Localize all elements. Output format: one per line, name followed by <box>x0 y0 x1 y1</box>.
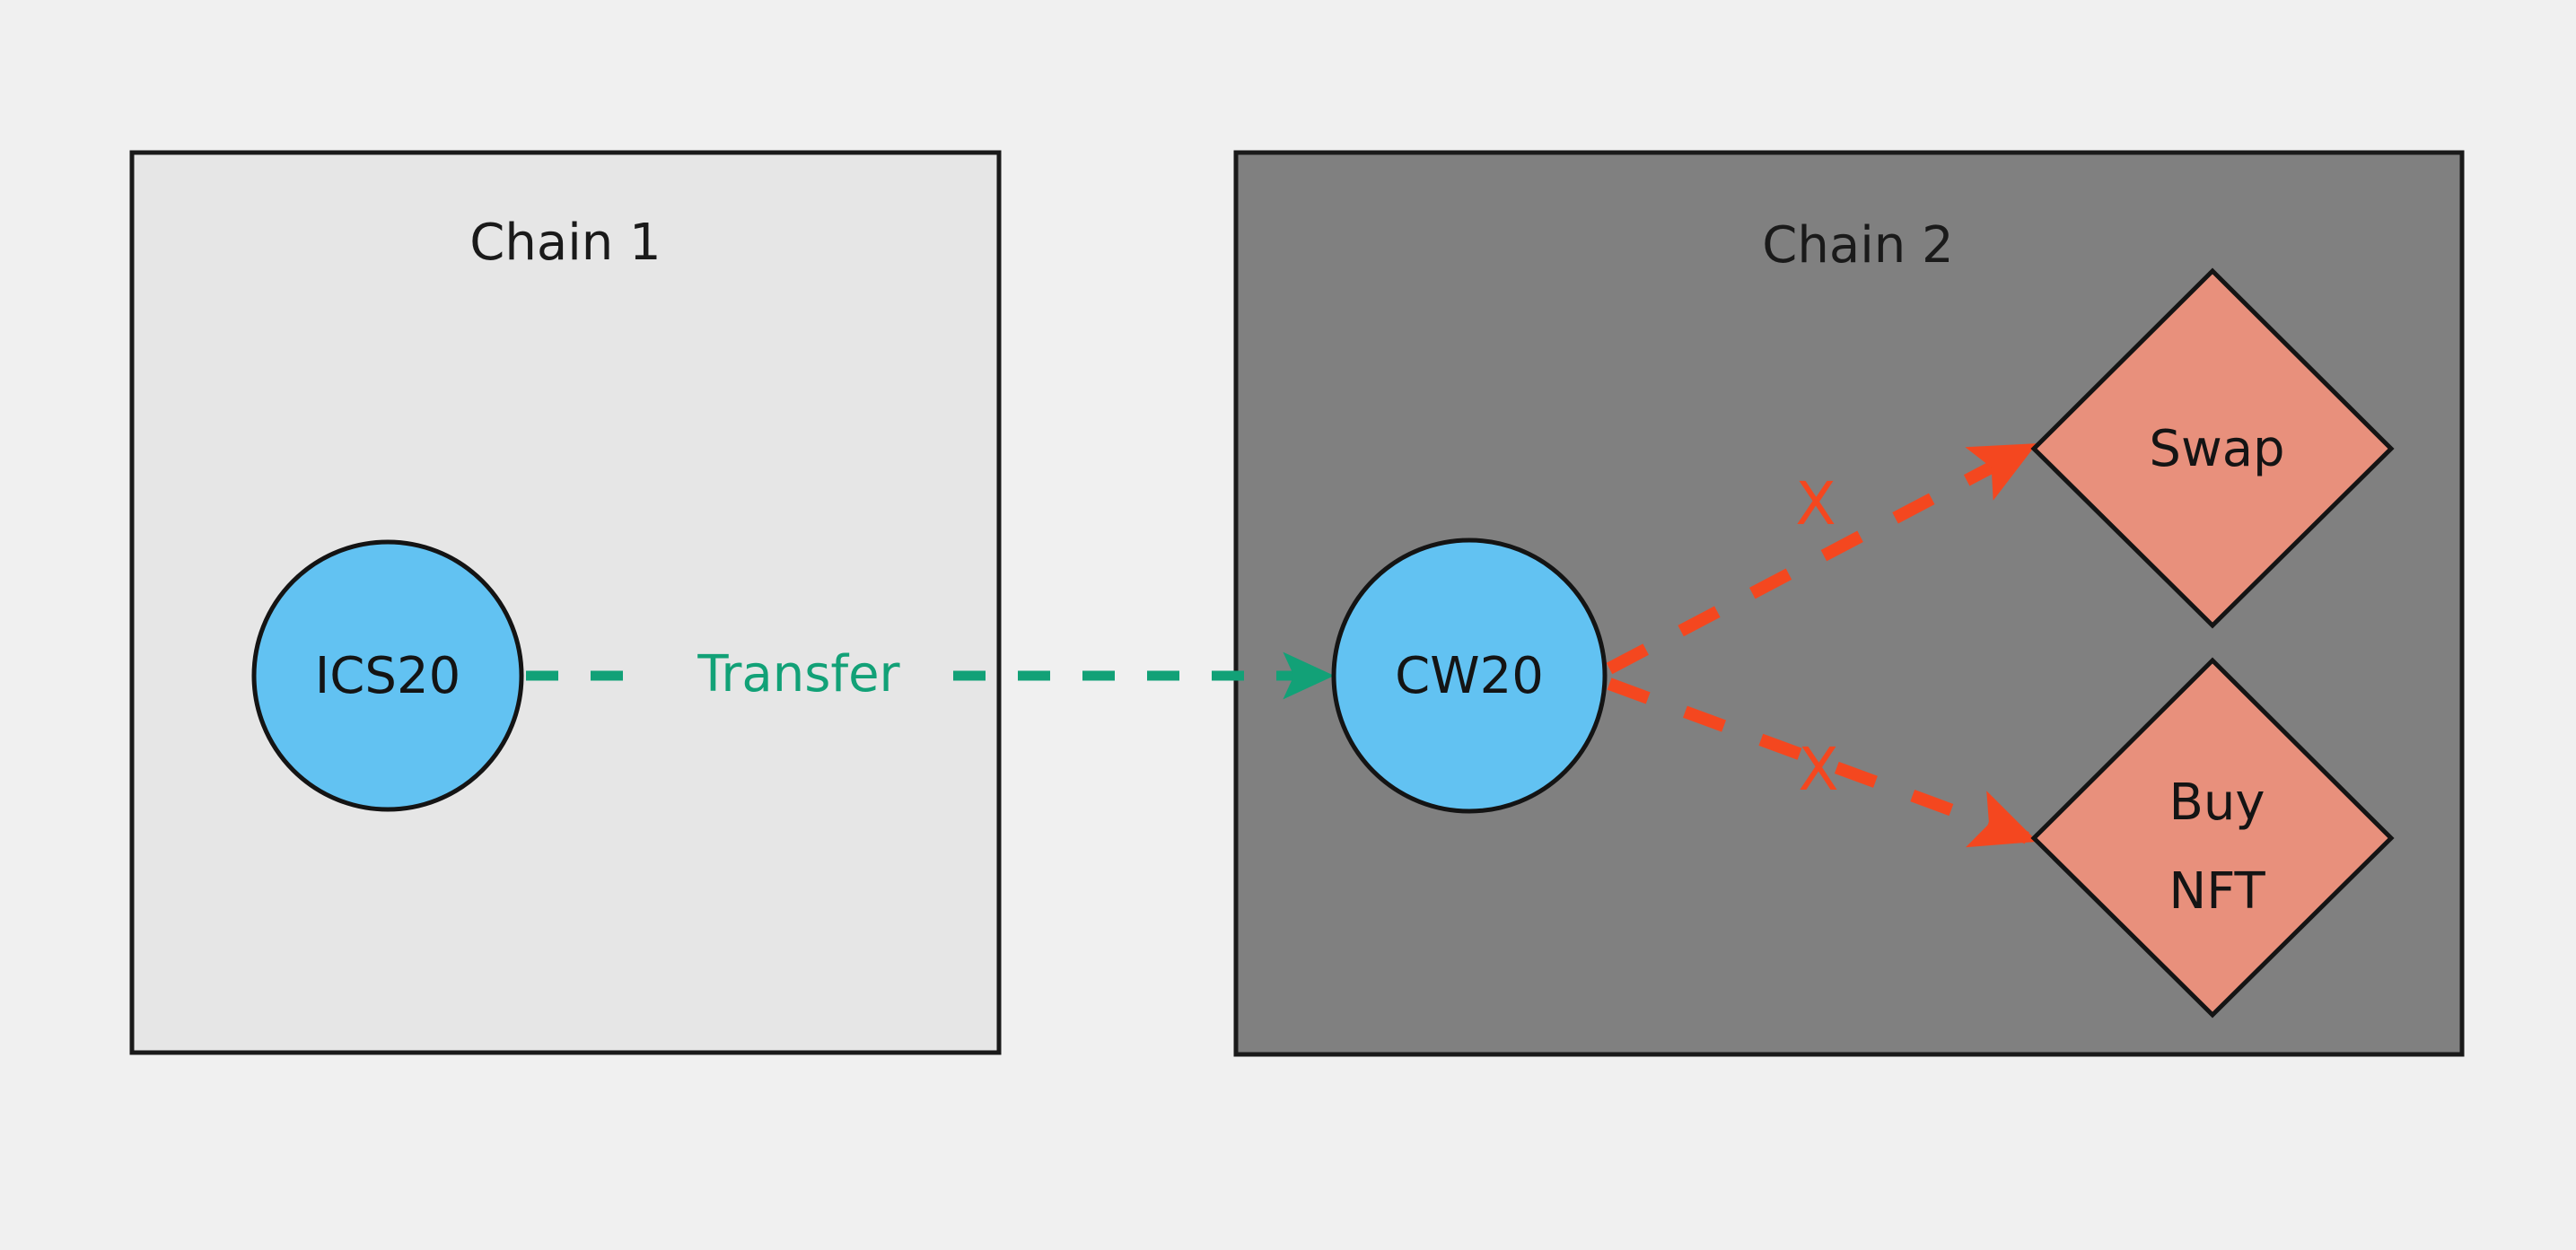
node-swap[interactable] <box>2030 267 2395 629</box>
edge-transfer-label: Transfer <box>697 645 900 704</box>
chain2-title: Chain 2 <box>1762 216 1953 275</box>
node-ics20[interactable] <box>251 539 524 812</box>
node-buy-nft-label-line2: NFT <box>2169 862 2265 921</box>
chain1-title: Chain 1 <box>469 214 661 272</box>
node-swap-label: Swap <box>2149 420 2284 478</box>
edge-cw20-to-swap-blocked-marker: X <box>1795 469 1836 538</box>
node-cw20[interactable] <box>1331 538 1608 814</box>
node-buy-nft-label-line1: Buy <box>2169 774 2265 832</box>
chain1-container[interactable] <box>129 150 1002 1055</box>
edge-cw20-to-buy-nft-blocked-marker: X <box>1798 735 1838 804</box>
node-buy-nft[interactable] <box>2030 657 2395 1018</box>
node-cw20-label: CW20 <box>1395 647 1544 705</box>
node-ics20-label: ICS20 <box>315 647 460 705</box>
